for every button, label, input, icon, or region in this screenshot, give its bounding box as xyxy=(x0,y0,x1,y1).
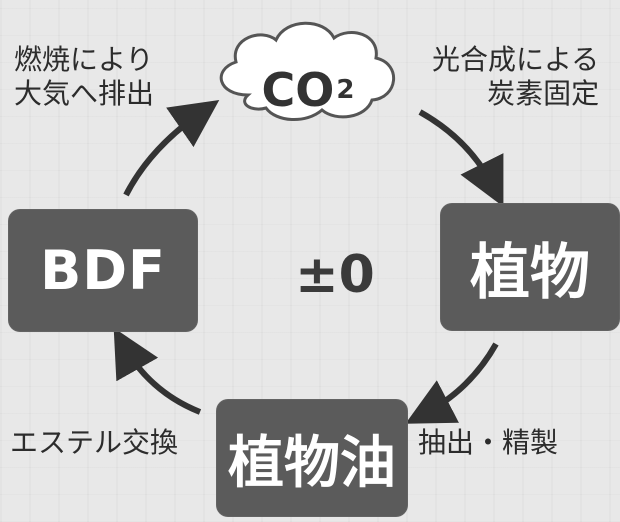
combustion-label: 燃焼により 大気へ排出 xyxy=(14,43,154,111)
net-zero-label: ±0 xyxy=(295,245,375,305)
arrow-oil-to-bdf xyxy=(113,327,202,415)
bdf-box: BDF xyxy=(8,209,198,332)
photosynthesis-label: 光合成による 炭素固定 xyxy=(432,43,599,111)
cloud-shape xyxy=(219,21,395,122)
combustion-label-line2: 大気へ排出 xyxy=(14,77,155,110)
plant-oil-box: 植物油 xyxy=(216,399,408,517)
co2-subscript: 2 xyxy=(336,75,355,105)
combustion-label-line1: 燃焼により xyxy=(14,43,154,76)
arrow-plant-to-oil xyxy=(405,342,499,424)
extraction-label: 抽出・精製 xyxy=(418,426,559,459)
arrow-bdf-to-co2 xyxy=(123,100,220,197)
transesterification-label: エステル交換 xyxy=(10,426,179,459)
plant-box: 植物 xyxy=(440,203,620,331)
photosynthesis-label-line2: 炭素固定 xyxy=(487,77,600,110)
photosynthesis-label-line1: 光合成による xyxy=(432,43,600,76)
arrow-co2-to-plant xyxy=(418,109,504,207)
